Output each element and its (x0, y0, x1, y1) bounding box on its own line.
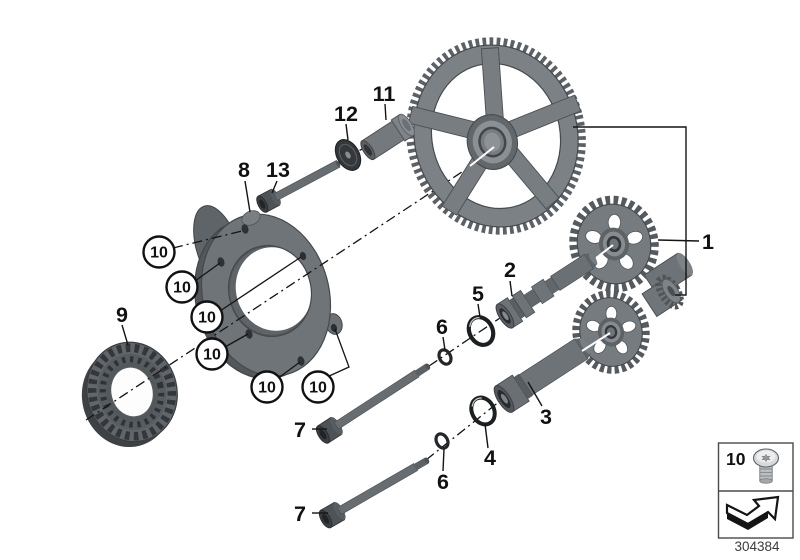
clutch-gear-teeth (572, 290, 650, 374)
label-13[interactable]: 13 (266, 158, 290, 182)
drawing-number: 304384 (734, 539, 780, 554)
item-1-bracket (573, 126, 700, 296)
label-6-upper[interactable]: 6 (436, 315, 448, 339)
part-8-clutch-cover-plate (193, 205, 343, 380)
part-11-spacer-bush (360, 113, 415, 161)
hub-leader-idler-gear (595, 244, 614, 259)
callout-10-d-label[interactable]: 10 (203, 347, 221, 364)
hub-leader-large-gear (469, 146, 495, 167)
part-7-bolt-upper (315, 363, 431, 444)
part-9-one-way-clutch-ring (81, 341, 178, 448)
part-12-washer (334, 139, 362, 171)
label-6-lower[interactable]: 6 (437, 470, 449, 494)
torx-button-screw-icon (752, 448, 780, 484)
label-1[interactable]: 1 (702, 230, 714, 254)
callout-10-a[interactable]: 10 (142, 235, 176, 269)
label-7-lower[interactable]: 7 (294, 502, 306, 526)
label-11[interactable]: 11 (373, 82, 396, 106)
installation-direction-arrow-icon (725, 495, 780, 530)
screw-callouts: 10 10 10 10 10 10 (142, 235, 335, 404)
large-gear-teeth (406, 37, 586, 235)
part-13-bolt (256, 160, 341, 213)
label-3[interactable]: 3 (540, 405, 552, 429)
label-leaders (121, 103, 543, 514)
callout-10-f[interactable]: 10 (301, 370, 335, 404)
part-3-spacer-sleeve (493, 338, 592, 413)
part-number-labels: 1 2 3 4 5 6 6 7 7 8 9 11 12 13 (116, 82, 714, 526)
clutch-gear-hub (597, 317, 625, 347)
callout-10-e-label[interactable]: 10 (258, 380, 276, 397)
callout-10-e[interactable]: 10 (250, 370, 284, 404)
label-8[interactable]: 8 (238, 158, 250, 182)
callout-10-c-label[interactable]: 10 (198, 310, 216, 327)
part-4-o-ring (469, 395, 497, 427)
part-6-shim-upper (437, 348, 453, 366)
callout-10-a-label[interactable]: 10 (150, 245, 168, 262)
assembly-centerline (85, 167, 469, 421)
cover-plate-screw-holes (217, 224, 338, 366)
callout-10-c[interactable]: 10 (190, 300, 224, 334)
label-7-upper[interactable]: 7 (294, 418, 306, 442)
part-2-adjusting-shaft (495, 252, 598, 329)
label-2[interactable]: 2 (504, 258, 516, 282)
cover-plate-bore-opening (235, 247, 313, 331)
part-1-large-gear (406, 37, 586, 235)
part-5-o-ring (466, 315, 496, 347)
legend-box: 10 (717, 442, 794, 539)
label-5[interactable]: 5 (472, 282, 484, 306)
part-6-shim-lower (434, 432, 450, 450)
part-1-splined-collar (641, 274, 684, 318)
torx-recess (761, 453, 771, 463)
part-7-bolt-lower (318, 457, 430, 529)
callout-10-f-label[interactable]: 10 (309, 380, 327, 397)
legend-item-label[interactable]: 10 (726, 449, 746, 469)
label-4[interactable]: 4 (484, 446, 496, 470)
large-gear-hub (466, 114, 519, 170)
cover-plate-face (200, 213, 332, 377)
axis-shaft-3 (425, 400, 501, 461)
idler-gear-hub (598, 227, 630, 261)
hub-leader-clutch-gear (581, 332, 611, 352)
label-9[interactable]: 9 (116, 303, 128, 327)
label-12[interactable]: 12 (334, 102, 358, 126)
part-1-clutch-gear (572, 290, 650, 374)
callout-10-b[interactable]: 10 (165, 270, 199, 304)
screw-callout-leaders (172, 230, 350, 380)
cover-plate-top-boss (241, 210, 261, 226)
callout-10-d[interactable]: 10 (195, 337, 229, 371)
callout-10-b-label[interactable]: 10 (173, 280, 191, 297)
